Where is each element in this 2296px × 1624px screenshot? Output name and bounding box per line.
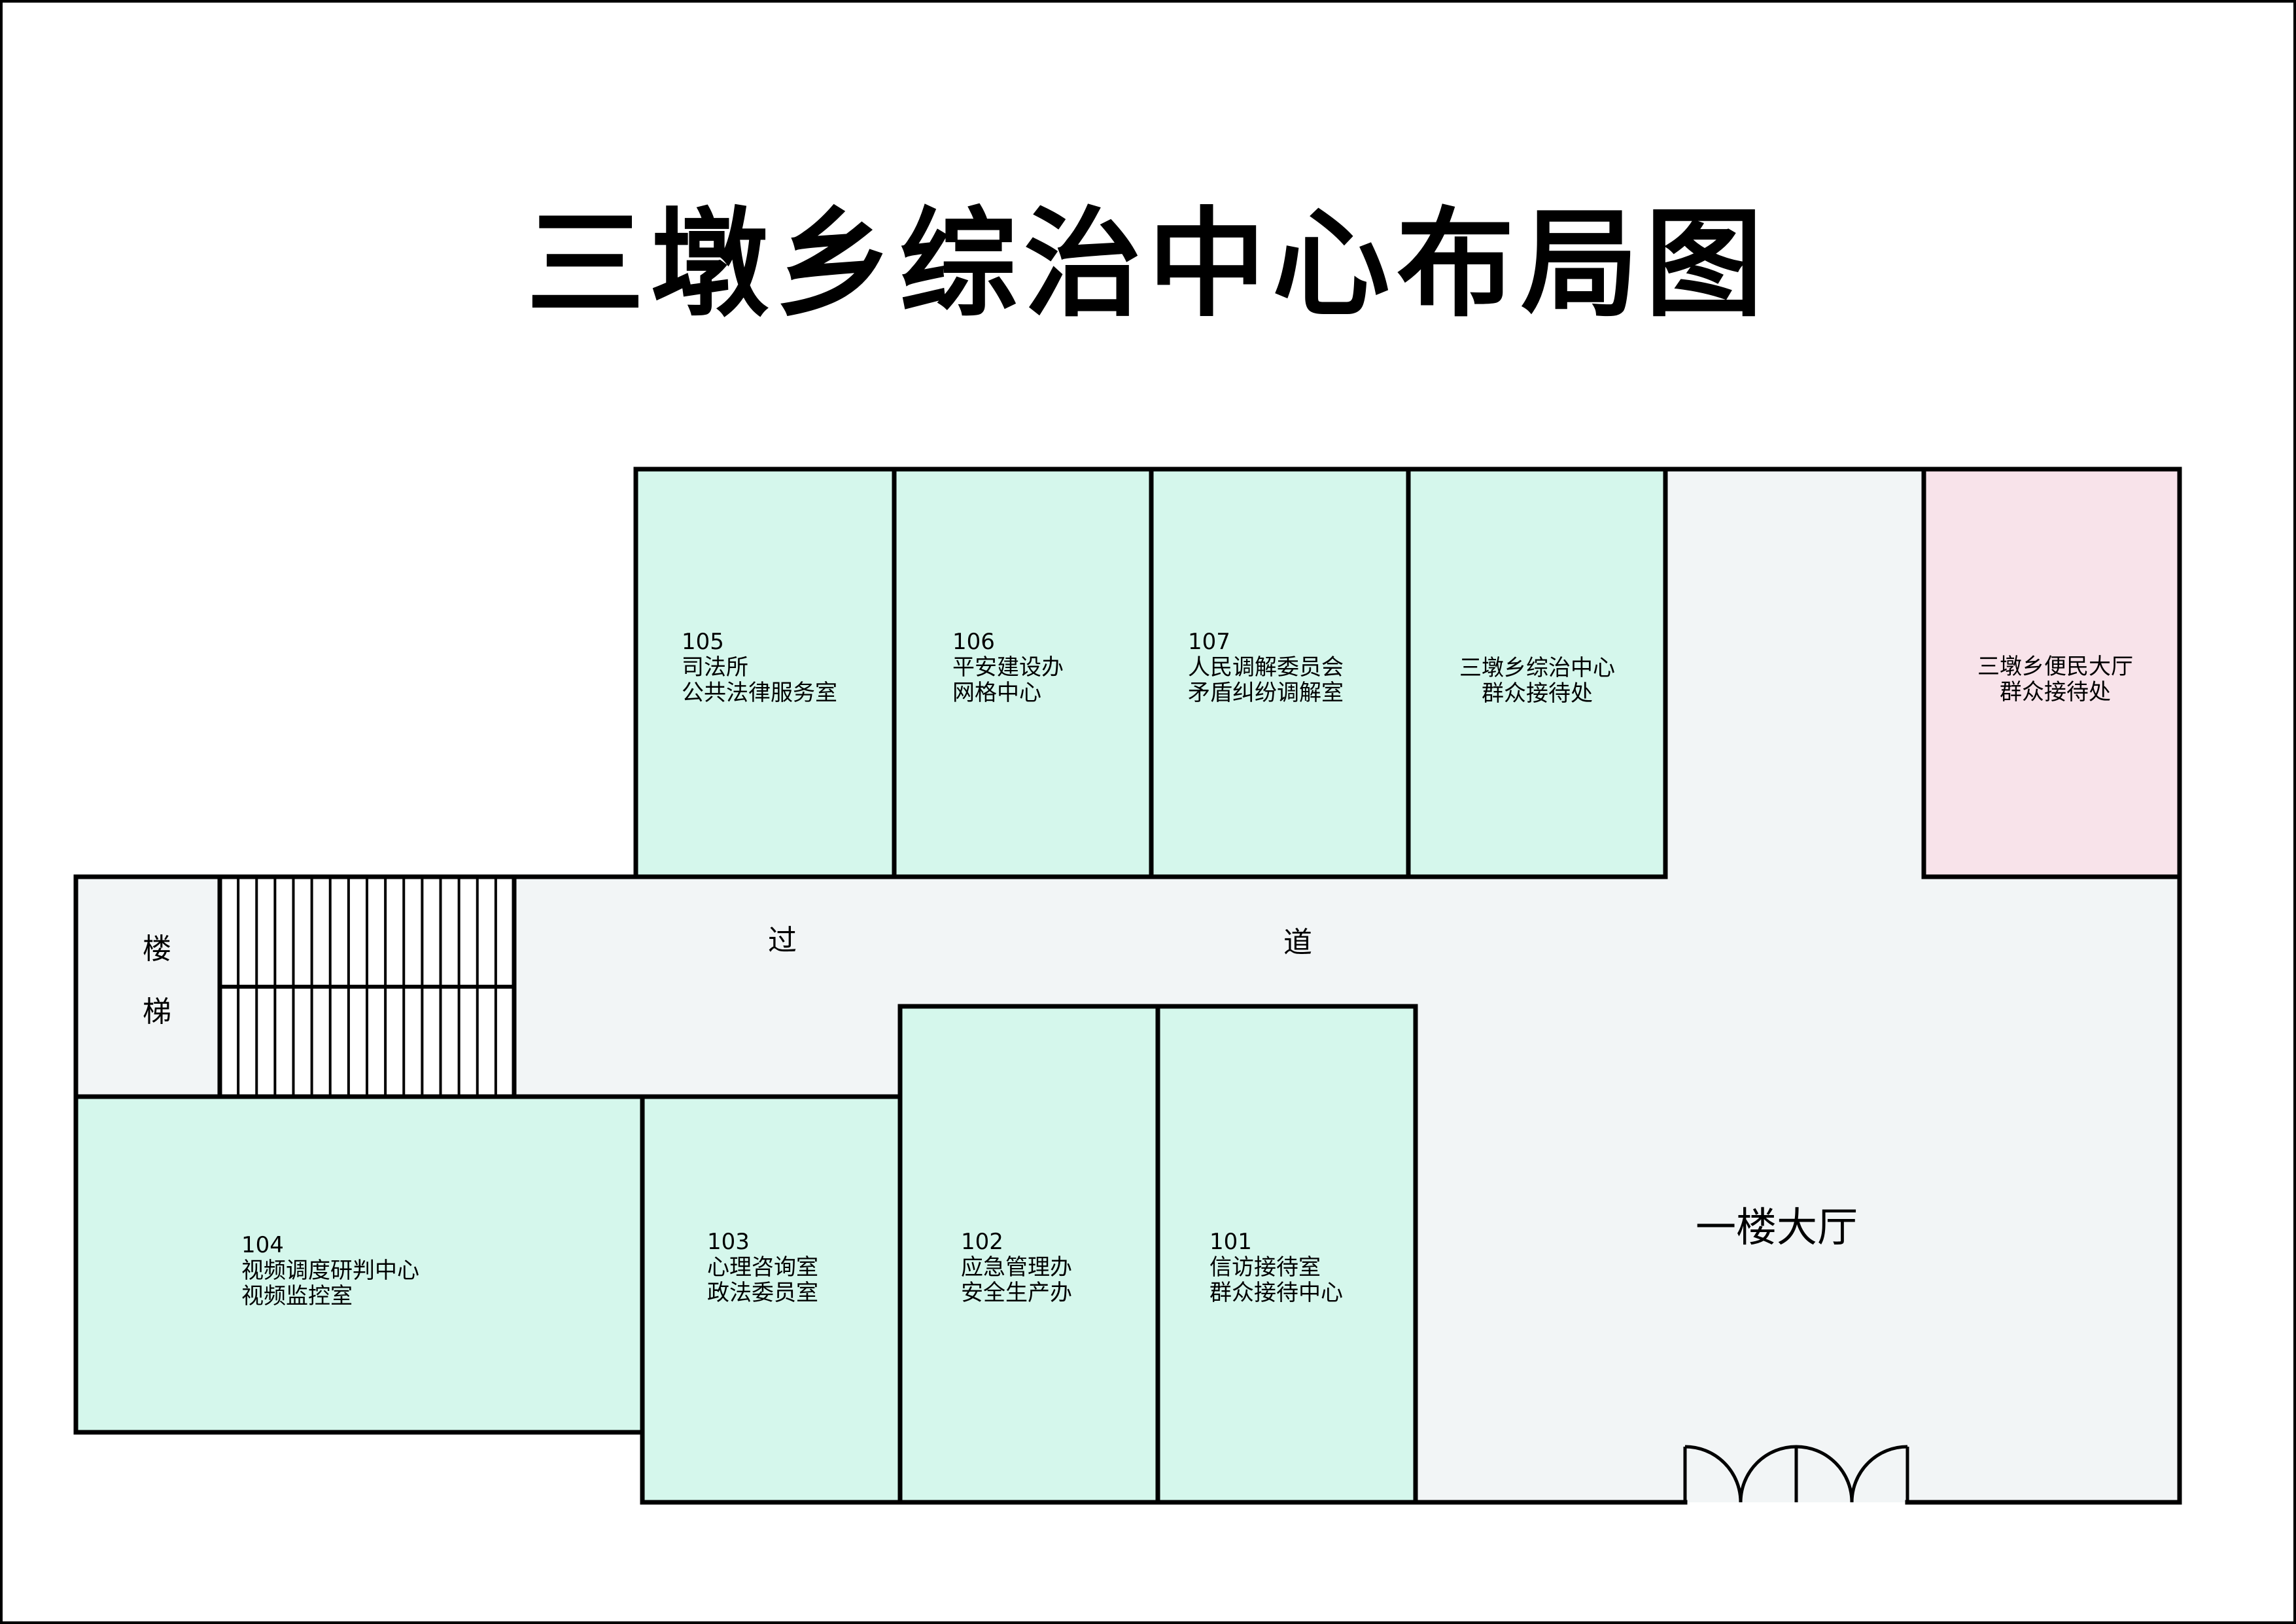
room-label-line: 104 <box>241 1232 284 1258</box>
room-label-line: 群众接待中心 <box>1209 1280 1343 1306</box>
page-title: 三墩乡综治中心布局图 <box>526 195 1769 333</box>
room-label-line: 人民调解委员会 <box>1188 654 1344 680</box>
door-swing-arc <box>1739 1445 1797 1503</box>
room-104[interactable] <box>76 1097 642 1432</box>
lobby-label: 一楼大厅 <box>1696 1203 1858 1251</box>
stairs-label-1: 楼 <box>143 932 171 966</box>
room-107[interactable] <box>1151 469 1408 877</box>
room-102[interactable] <box>900 1006 1158 1502</box>
north-lobby-floor <box>1665 469 1924 879</box>
corridor-label-2: 道 <box>1283 926 1312 959</box>
wall-room-reception-zongzhi <box>1406 467 1668 879</box>
room-reception-bianmin[interactable] <box>1924 469 2180 877</box>
wall-room-101 <box>1155 1004 1418 1505</box>
stair-treads <box>217 874 517 1099</box>
room-label-line: 安全生产办 <box>961 1280 1072 1306</box>
room-106[interactable] <box>894 469 1151 877</box>
wall-room-reception-bianmin <box>1921 467 2182 879</box>
room-label-line: 103 <box>707 1229 750 1255</box>
room-label-line: 矛盾纠纷调解室 <box>1188 680 1344 706</box>
corridor-label-1: 过 <box>768 924 797 957</box>
room-103[interactable] <box>642 1097 900 1502</box>
room-label-line: 公共法律服务室 <box>682 680 837 706</box>
room-label-line: 群众接待处 <box>1482 680 1593 707</box>
walls <box>73 467 2182 1505</box>
room-label-line: 105 <box>682 629 724 655</box>
door-swing-arc <box>1796 1445 1854 1503</box>
room-label-line: 106 <box>952 629 995 655</box>
room-label-line: 视频监控室 <box>241 1283 353 1309</box>
lobby-floor <box>1414 877 2180 1502</box>
room-label-line: 应急管理办 <box>961 1254 1072 1280</box>
stairs-label-2: 梯 <box>143 995 171 1029</box>
room-label-reception-zongzhi: 三墩乡综治中心群众接待处 <box>1459 655 1615 707</box>
room-label-reception-bianmin: 三墩乡便民大厅群众接待处 <box>1977 654 2133 705</box>
door-swing-arc <box>1684 1445 1743 1503</box>
door-swing-arc <box>1850 1445 1908 1503</box>
room-101[interactable] <box>1158 1006 1416 1502</box>
room-label-line: 信访接待室 <box>1209 1254 1321 1280</box>
room-label-line: 群众接待处 <box>2000 679 2111 705</box>
room-label-line: 司法所 <box>682 654 748 680</box>
room-reception-zongzhi[interactable] <box>1408 469 1665 877</box>
room-label-line: 107 <box>1188 629 1230 655</box>
room-label-line: 心理咨询室 <box>707 1254 818 1280</box>
room-label-line: 平安建设办 <box>952 654 1064 680</box>
room-label-line: 网格中心 <box>952 680 1041 706</box>
room-label-line: 视频调度研判中心 <box>241 1258 419 1284</box>
room-label-line: 三墩乡综治中心 <box>1459 655 1615 681</box>
room-label-line: 101 <box>1209 1229 1252 1255</box>
room-105[interactable] <box>636 469 894 877</box>
room-label-line: 政法委员室 <box>707 1280 818 1306</box>
room-label-line: 102 <box>961 1229 1003 1255</box>
room-label-line: 三墩乡便民大厅 <box>1977 654 2133 680</box>
entrance-doors <box>1683 1445 1909 1503</box>
